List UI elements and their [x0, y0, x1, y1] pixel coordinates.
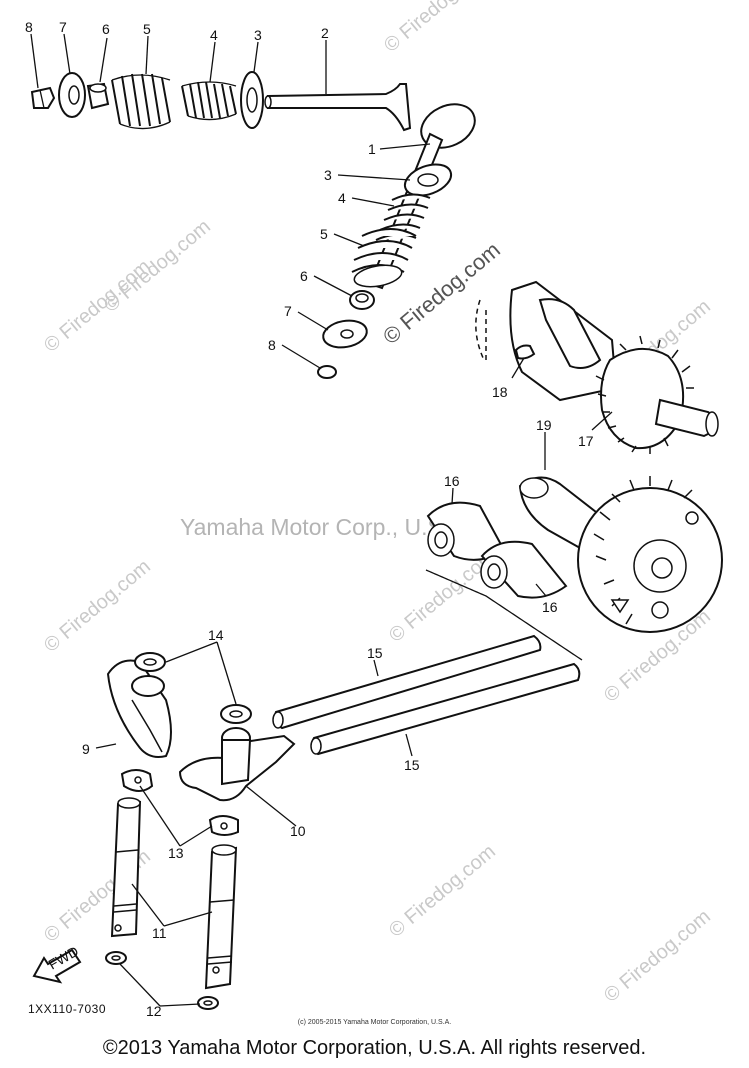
callout-3-top: 3 [254, 27, 262, 43]
part-9-rocker-arm [106, 659, 172, 758]
part-14-washer-upper [134, 652, 166, 672]
diagram-code: 1XX110-7030 [28, 1002, 107, 1016]
callout-16-upper: 16 [444, 473, 460, 489]
watermark-center: Yamaha Motor Corp., U.S.A. [180, 514, 471, 540]
callout-9: 9 [82, 741, 90, 757]
callout-4-diag: 4 [338, 190, 346, 206]
part-14-washer-lower [220, 704, 252, 724]
callout-1: 1 [368, 141, 376, 157]
callout-6-diag: 6 [300, 268, 308, 284]
part-17-camshaft [475, 280, 719, 454]
callout-numbers: 8 7 6 5 4 3 2 1 3 4 5 6 7 8 18 17 19 16 … [25, 19, 594, 1019]
part-15-push-rod-upper [272, 634, 542, 730]
footer-copyright: ©2013 Yamaha Motor Corporation, U.S.A. A… [102, 1037, 647, 1059]
part-13-lock-plate-upper [120, 769, 154, 792]
part-3-seat-top [240, 71, 264, 129]
lifter-bracket-line [425, 569, 583, 661]
leader-lines [30, 33, 613, 1007]
part-5-outer-spring-top [111, 73, 171, 130]
callout-15-lower: 15 [404, 757, 420, 773]
callout-5-diag: 5 [320, 226, 328, 242]
part-2-valve [264, 83, 412, 132]
fwd-arrow-icon: FWD [32, 943, 82, 984]
callout-8-diag: 8 [268, 337, 276, 353]
callout-18: 18 [492, 384, 508, 400]
callout-16-lower: 16 [542, 599, 558, 615]
part-7-retainer-top [58, 72, 86, 118]
part-12-washer-right [197, 996, 219, 1010]
callout-17: 17 [578, 433, 594, 449]
part-8-cotter-top [30, 86, 56, 109]
part-5-outer-spring-diag [351, 228, 417, 288]
part-6-seal-top [86, 82, 110, 110]
part-11-rocker-shaft-left [110, 797, 142, 938]
callout-7-top: 7 [59, 19, 67, 35]
callout-19: 19 [536, 417, 552, 433]
part-15-push-rod-lower [310, 662, 581, 756]
callout-2: 2 [321, 25, 329, 41]
callout-15-upper: 15 [367, 645, 383, 661]
part-11-rocker-shaft-right [204, 844, 238, 990]
callout-3-diag: 3 [324, 167, 332, 183]
part-cam-gear [577, 476, 723, 633]
part-7-retainer-diag [322, 319, 368, 349]
callout-6-top: 6 [102, 21, 110, 37]
callout-12: 12 [146, 1003, 162, 1019]
callout-13: 13 [168, 845, 184, 861]
part-13-lock-plate-lower [208, 815, 239, 836]
part-8-cotter-diag [317, 365, 337, 379]
callout-4-top: 4 [210, 27, 218, 43]
small-copyright: (c) 2005-2015 Yamaha Motor Corporation, … [297, 1019, 452, 1026]
part-12-washer-left [105, 951, 127, 965]
part-6-seal-diag [349, 290, 375, 310]
part-4-inner-spring-top [181, 81, 237, 121]
callout-11: 11 [152, 925, 167, 941]
callout-8-top: 8 [25, 19, 33, 35]
callout-5-top: 5 [143, 21, 151, 37]
callout-14: 14 [208, 627, 224, 643]
part-18-dowel-pin [511, 344, 536, 379]
part-10-rocker-arm [178, 727, 296, 802]
part-16-lifter-lower [480, 540, 568, 599]
callout-10: 10 [290, 823, 306, 839]
callout-7-diag: 7 [284, 303, 292, 319]
part-3-seat-diag [403, 163, 453, 197]
